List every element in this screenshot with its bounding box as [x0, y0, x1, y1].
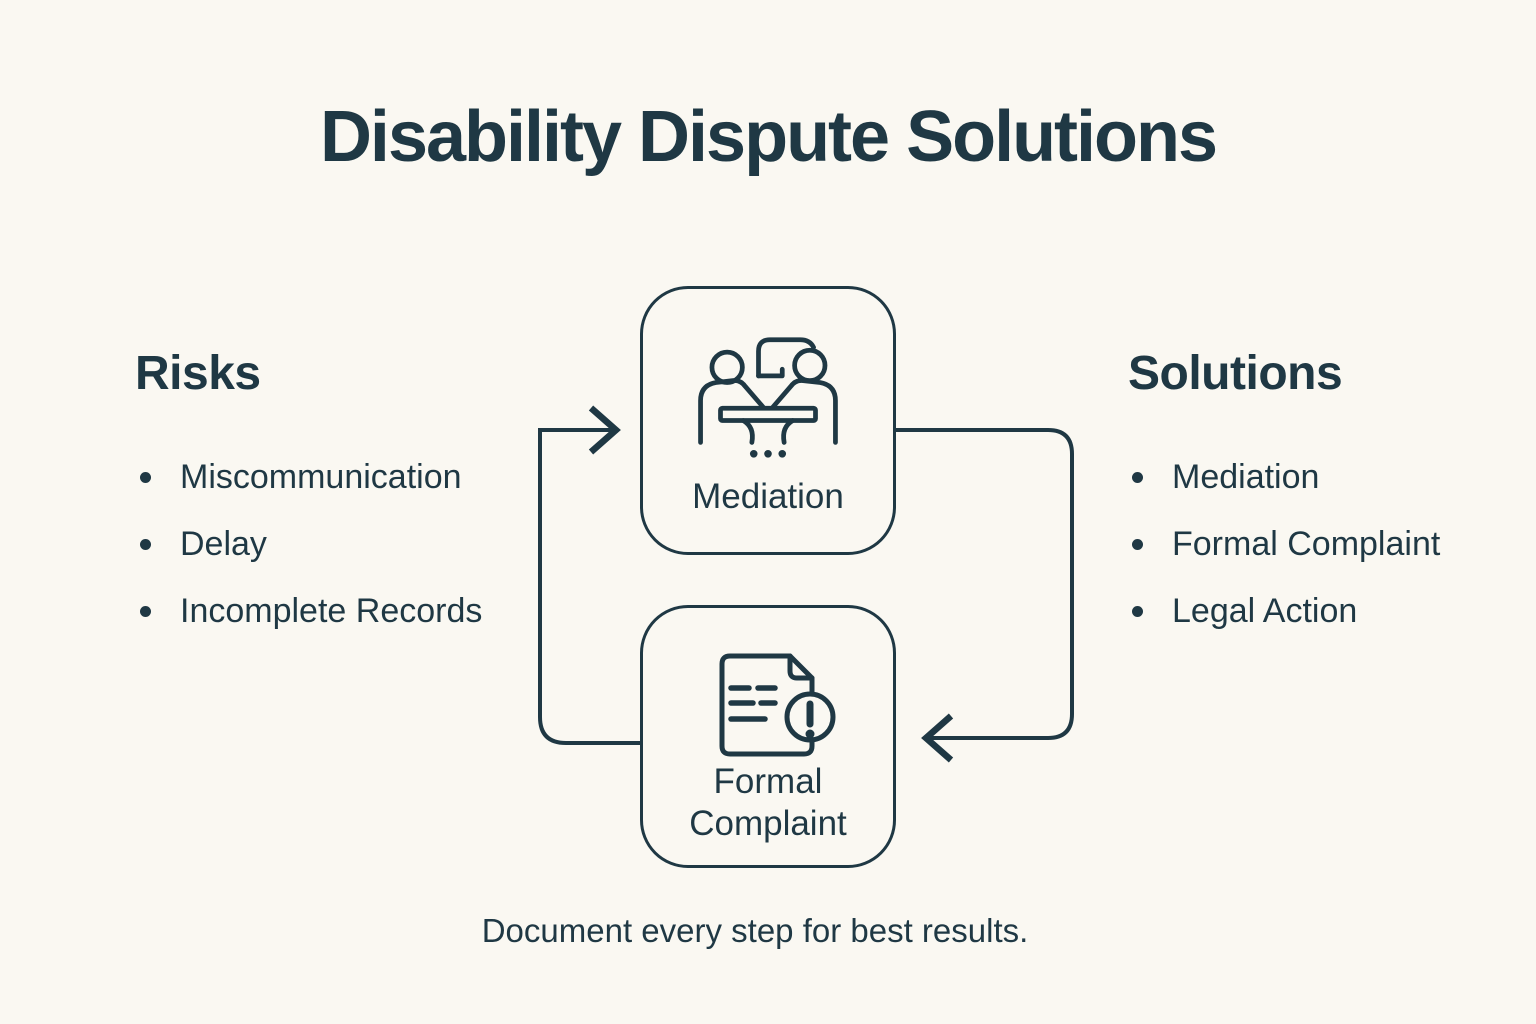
- node-label-formal-complaint: Formal Complaint: [689, 762, 847, 843]
- bullet-dot-icon: [1132, 539, 1143, 550]
- flow-node-formal-complaint: Formal Complaint: [640, 605, 896, 868]
- bullet-dot-icon: [1132, 606, 1143, 617]
- risk-item-label: Delay: [180, 525, 267, 563]
- solution-item-label: Formal Complaint: [1172, 525, 1441, 563]
- solutions-list: Mediation Formal Complaint Legal Action: [1130, 458, 1440, 659]
- edge-mediation-to-formal: [896, 428, 1074, 740]
- risk-item-label: Miscommunication: [180, 458, 462, 496]
- solution-list-item: Legal Action: [1130, 592, 1440, 630]
- risks-list: Miscommunication Delay Incomplete Record…: [138, 458, 482, 659]
- solution-item-label: Mediation: [1172, 458, 1320, 496]
- risk-list-item: Miscommunication: [138, 458, 482, 496]
- risk-item-label: Incomplete Records: [180, 592, 483, 630]
- risk-list-item: Incomplete Records: [138, 592, 482, 630]
- solutions-heading: Solutions: [1128, 347, 1343, 400]
- bullet-dot-icon: [140, 539, 151, 550]
- mediation-meeting-icon: [698, 337, 838, 458]
- bullet-dot-icon: [1132, 472, 1143, 483]
- solution-item-label: Legal Action: [1172, 592, 1358, 630]
- risk-list-item: Delay: [138, 525, 482, 563]
- arrowhead-right-icon: [588, 405, 621, 455]
- document-alert-icon: [719, 653, 836, 757]
- bullet-dot-icon: [140, 472, 151, 483]
- footer-caption: Document every step for best results.: [481, 912, 1029, 949]
- flow-node-mediation: Mediation: [640, 286, 896, 555]
- solution-list-item: Mediation: [1130, 458, 1440, 496]
- page-title: Disability Dispute Solutions: [319, 97, 1218, 177]
- edge-formal-to-mediation: [538, 428, 640, 745]
- solution-list-item: Formal Complaint: [1130, 525, 1440, 563]
- bullet-dot-icon: [140, 606, 151, 617]
- arrowhead-left-icon: [921, 713, 954, 763]
- node-label-mediation: Mediation: [692, 477, 844, 516]
- risks-heading: Risks: [135, 347, 261, 400]
